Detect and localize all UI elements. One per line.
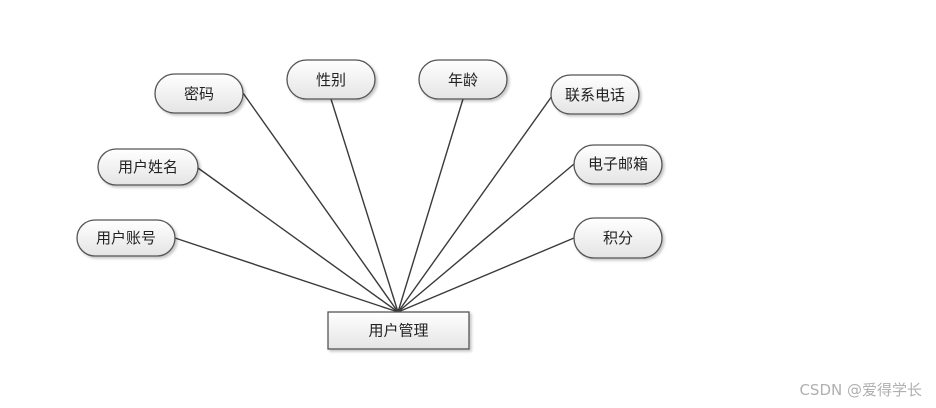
connector-password [242, 92, 399, 313]
attribute-label: 性别 [316, 71, 346, 89]
connector-user-name [197, 167, 399, 313]
attribute-label: 用户姓名 [118, 158, 178, 176]
connector-lines [174, 92, 575, 313]
attribute-user-name: 用户姓名 [97, 148, 199, 186]
connector-phone [397, 95, 553, 313]
connector-user-account [174, 237, 399, 313]
attribute-phone: 联系电话 [550, 74, 640, 115]
attribute-label: 联系电话 [565, 86, 625, 104]
attribute-email: 电子邮箱 [573, 144, 663, 185]
attribute-label: 电子邮箱 [588, 155, 648, 173]
attribute-age: 年龄 [418, 59, 508, 100]
entity-label: 用户管理 [368, 322, 428, 340]
attribute-label: 用户账号 [96, 229, 156, 247]
attribute-label: 年龄 [448, 71, 478, 89]
watermark-text: CSDN @爱得学长 [799, 381, 922, 399]
attribute-label: 密码 [184, 85, 214, 103]
attribute-gender: 性别 [286, 59, 376, 100]
connector-email [397, 163, 575, 313]
attribute-points: 积分 [573, 217, 663, 259]
connector-gender [330, 98, 399, 313]
connector-points [397, 237, 575, 313]
attribute-password: 密码 [154, 73, 244, 114]
attribute-user-account: 用户账号 [76, 219, 176, 257]
connector-age [397, 98, 464, 313]
entity-user-management: 用户管理 [327, 311, 470, 350]
attribute-label: 积分 [603, 229, 633, 247]
